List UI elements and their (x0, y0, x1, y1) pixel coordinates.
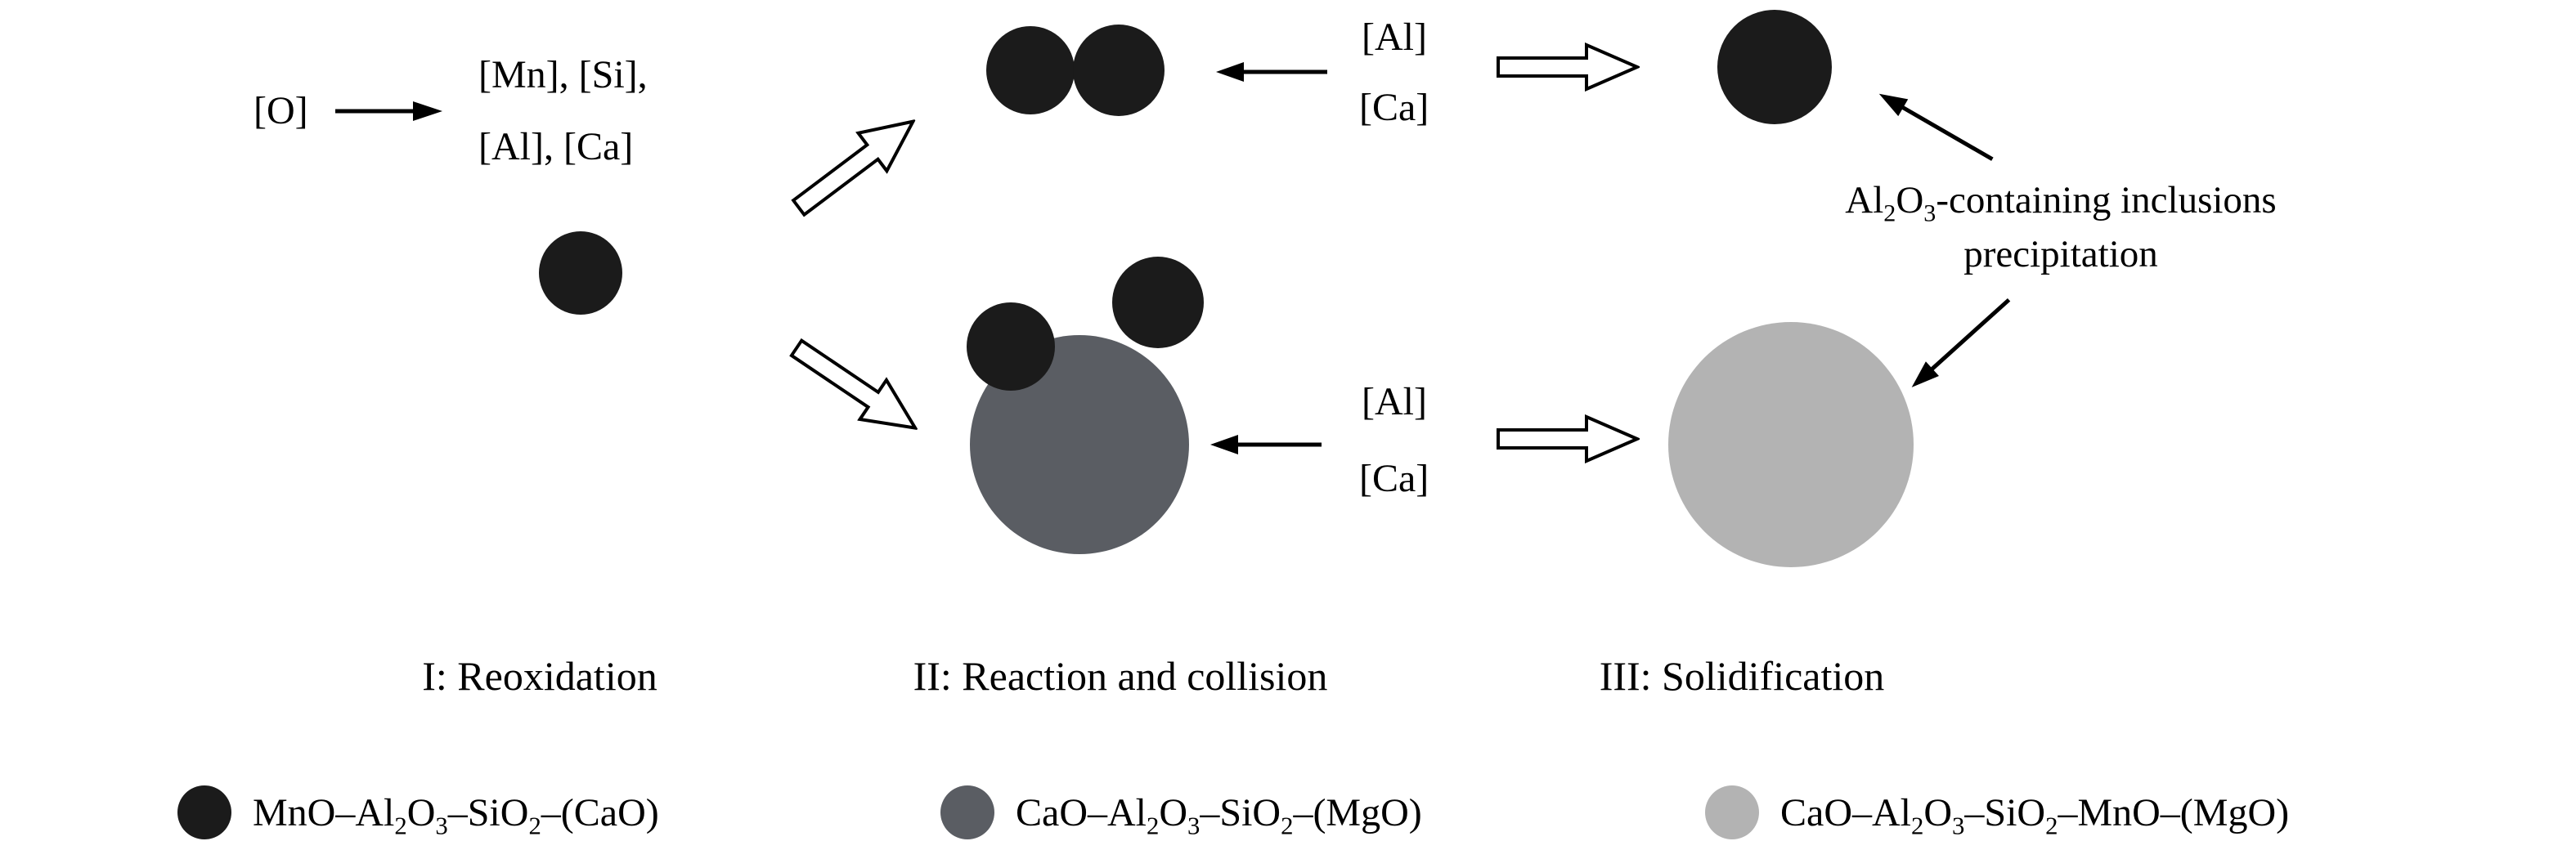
solid-inclusion-circle (1717, 10, 1832, 124)
dissolved-elements-label: [Mn], [Si], [Al], [Ca] (478, 39, 648, 183)
colliding-inclusion-left (986, 26, 1075, 114)
solidified-gray-circle (1668, 322, 1914, 567)
legend-dot-dark-gray (940, 785, 994, 839)
oxygen-label: [O] (254, 89, 308, 132)
stage3-caption: III: Solidification (1599, 653, 1885, 699)
legend-item-light-gray: CaO–Al2O3–SiO2–MnO–(MgO) (1705, 783, 2289, 842)
legend-formula-light-gray: CaO–Al2O3–SiO2–MnO–(MgO) (1780, 790, 2290, 840)
legend-item-black: MnO–Al2O3–SiO2–(CaO) (177, 783, 659, 842)
precipitation-annotation-line2: precipitation (1963, 233, 2158, 275)
collision-path-bottom-arrow-icon (789, 338, 919, 431)
dissolved-elements-line1: [Mn], [Si], (478, 53, 648, 96)
precipitation-arrow-bottom-icon (1911, 298, 2011, 387)
legend-formula-black: MnO–Al2O3–SiO2–(CaO) (253, 790, 659, 840)
attached-inclusion-left (967, 302, 1055, 391)
al-ca-arrow-top-icon (1216, 62, 1327, 82)
al-label-top: [Al] (1362, 16, 1427, 59)
stage1-caption: I: Reoxidation (422, 653, 657, 699)
solidification-arrow-top-icon (1497, 43, 1640, 92)
legend-dot-light-gray (1705, 785, 1759, 839)
precipitation-arrow-top-icon (1878, 93, 1994, 161)
precipitation-annotation: Al2O3-containing inclusions precipitatio… (1775, 173, 2347, 281)
colliding-inclusion-right (1073, 25, 1165, 116)
stage2-caption: II: Reaction and collision (913, 653, 1328, 699)
inclusion-circle-stage1 (539, 231, 622, 315)
collision-path-top-arrow-icon (791, 119, 917, 217)
al-label-bottom: [Al] (1362, 380, 1427, 423)
legend-item-dark-gray: CaO–Al2O3–SiO2–(MgO) (940, 783, 1422, 842)
legend-formula-dark-gray: CaO–Al2O3–SiO2–(MgO) (1016, 790, 1422, 840)
al-ca-arrow-bottom-icon (1210, 435, 1322, 454)
ca-label-bottom: [Ca] (1359, 457, 1429, 500)
solidification-arrow-bottom-icon (1497, 414, 1640, 463)
reoxidation-arrow-icon (335, 101, 442, 121)
dissolved-elements-line2: [Al], [Ca] (478, 125, 634, 168)
precipitation-annotation-line1: Al2O3-containing inclusions (1845, 179, 2277, 227)
ca-label-top: [Ca] (1359, 86, 1429, 129)
attached-inclusion-right (1112, 257, 1204, 348)
legend-dot-black (177, 785, 231, 839)
